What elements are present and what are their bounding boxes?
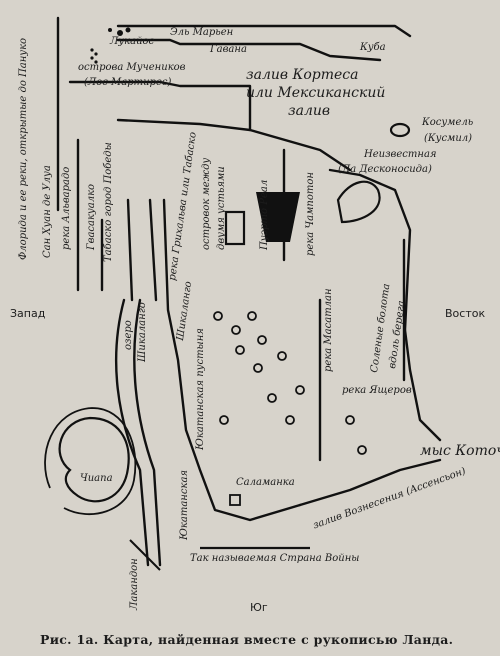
label-salamanca: Саламанка <box>236 477 295 488</box>
label-puerto-real: Пуэрто Реал <box>259 179 270 250</box>
label-cozumel-2: (Кусмил) <box>424 133 473 144</box>
label-unknown-2: (Ла Десконосида) <box>338 164 432 175</box>
unknown-island-shape <box>336 180 381 224</box>
figure-caption: Рис. 1а. Карта, найденная вместе с рукоп… <box>40 632 454 647</box>
label-east: Восток <box>445 307 486 320</box>
label-lake-2: Шикаланго <box>137 302 148 362</box>
label-lizards: река Ящеров <box>342 385 412 396</box>
gulf-coast <box>68 80 252 132</box>
yucatan-west-coast <box>162 198 302 522</box>
yucatan-north-coast <box>116 118 352 172</box>
lake-dot-10 <box>285 415 295 425</box>
label-cape-catoche: мыс Коточ <box>420 443 500 459</box>
martyrs-dot-3 <box>90 56 94 60</box>
lake-dot-11 <box>345 415 355 425</box>
label-gulf-3: залив <box>288 103 331 119</box>
label-unknown-1: Неизвестная <box>364 149 437 160</box>
cuba-coast-north <box>116 24 412 38</box>
yucatan-east-coast <box>328 168 412 332</box>
label-cozumel-1: Косумель <box>422 117 474 128</box>
label-alvarado: река Альварадо <box>61 166 72 250</box>
label-gavana: Гавана <box>210 44 247 55</box>
lake-dot-9 <box>267 393 277 403</box>
lake-dot-2 <box>231 325 241 335</box>
label-florida: Флорида и ее реки, открытые до Пануко <box>18 37 29 260</box>
salamanca-square <box>229 494 241 506</box>
label-tabasco-victory: Табаско город Победы <box>103 142 114 262</box>
label-guasacualco: Гвасакуалко <box>86 183 97 250</box>
label-islet-between-2: двумя устьями <box>216 166 227 250</box>
puerto-real-shape <box>256 192 300 242</box>
chiapa-outline-outer <box>44 407 137 516</box>
river-tabasco-line <box>148 198 158 302</box>
lake-dot-12 <box>357 445 367 455</box>
label-yukatanskaya: Юкатанская <box>179 469 190 540</box>
lake-dot-3 <box>247 311 257 321</box>
lake-dot-6 <box>253 363 263 373</box>
lake-dot-4 <box>257 335 267 345</box>
label-islands-martyrs-2: (Лос Мартирес) <box>84 77 172 88</box>
islet-rectangle <box>224 210 246 246</box>
ascension-coast <box>298 458 442 507</box>
lukaios-island-3 <box>108 28 112 32</box>
cuba-coast-south <box>116 38 382 62</box>
river-grijalva-line <box>126 198 134 302</box>
lake-dot-8 <box>295 385 305 395</box>
label-el-marien: Эль Марьен <box>170 27 234 38</box>
lakandon-line <box>129 539 161 571</box>
label-gulf-1: залив Кортеса <box>246 67 359 83</box>
martyrs-dot-1 <box>90 48 94 52</box>
lake-dot-13 <box>219 415 229 425</box>
label-champoton: река Чампотон <box>305 172 316 256</box>
lake-dot-5 <box>235 345 245 355</box>
label-south: Юг <box>250 601 268 614</box>
lake-dot-7 <box>277 351 287 361</box>
lake-dot-1 <box>213 311 223 321</box>
lake-shikalango-inner <box>133 298 162 567</box>
label-chiapa: Чиапа <box>80 473 113 484</box>
label-lake-1: озеро <box>123 320 134 350</box>
label-war-land: Так называемая Страна Войны <box>190 553 360 564</box>
chiapa-outline <box>58 416 130 503</box>
cape-catoche-coast <box>403 328 442 442</box>
label-lakandon: Лакандон <box>129 558 140 610</box>
label-west: Запад <box>10 307 46 320</box>
lukaios-island-1 <box>117 30 123 36</box>
martyrs-dot-4 <box>94 60 98 64</box>
label-masatlan: река Масатлан <box>323 288 334 372</box>
label-yukatan-desert: Юкатанская пустыня <box>195 328 206 450</box>
lukaios-island-2 <box>125 27 131 33</box>
martyrs-dot-2 <box>94 52 98 56</box>
label-islet-between-1: островок между <box>201 157 212 250</box>
cozumel-island <box>389 122 411 138</box>
label-gulf-2: или Мексиканский <box>246 85 386 101</box>
label-san-juan: Сан Хуан де Улуа <box>42 165 53 258</box>
label-islands-martyrs-1: острова Мучеников <box>78 62 186 73</box>
label-lukaios: Лукайос <box>110 36 155 47</box>
label-kuba: Куба <box>360 42 386 53</box>
